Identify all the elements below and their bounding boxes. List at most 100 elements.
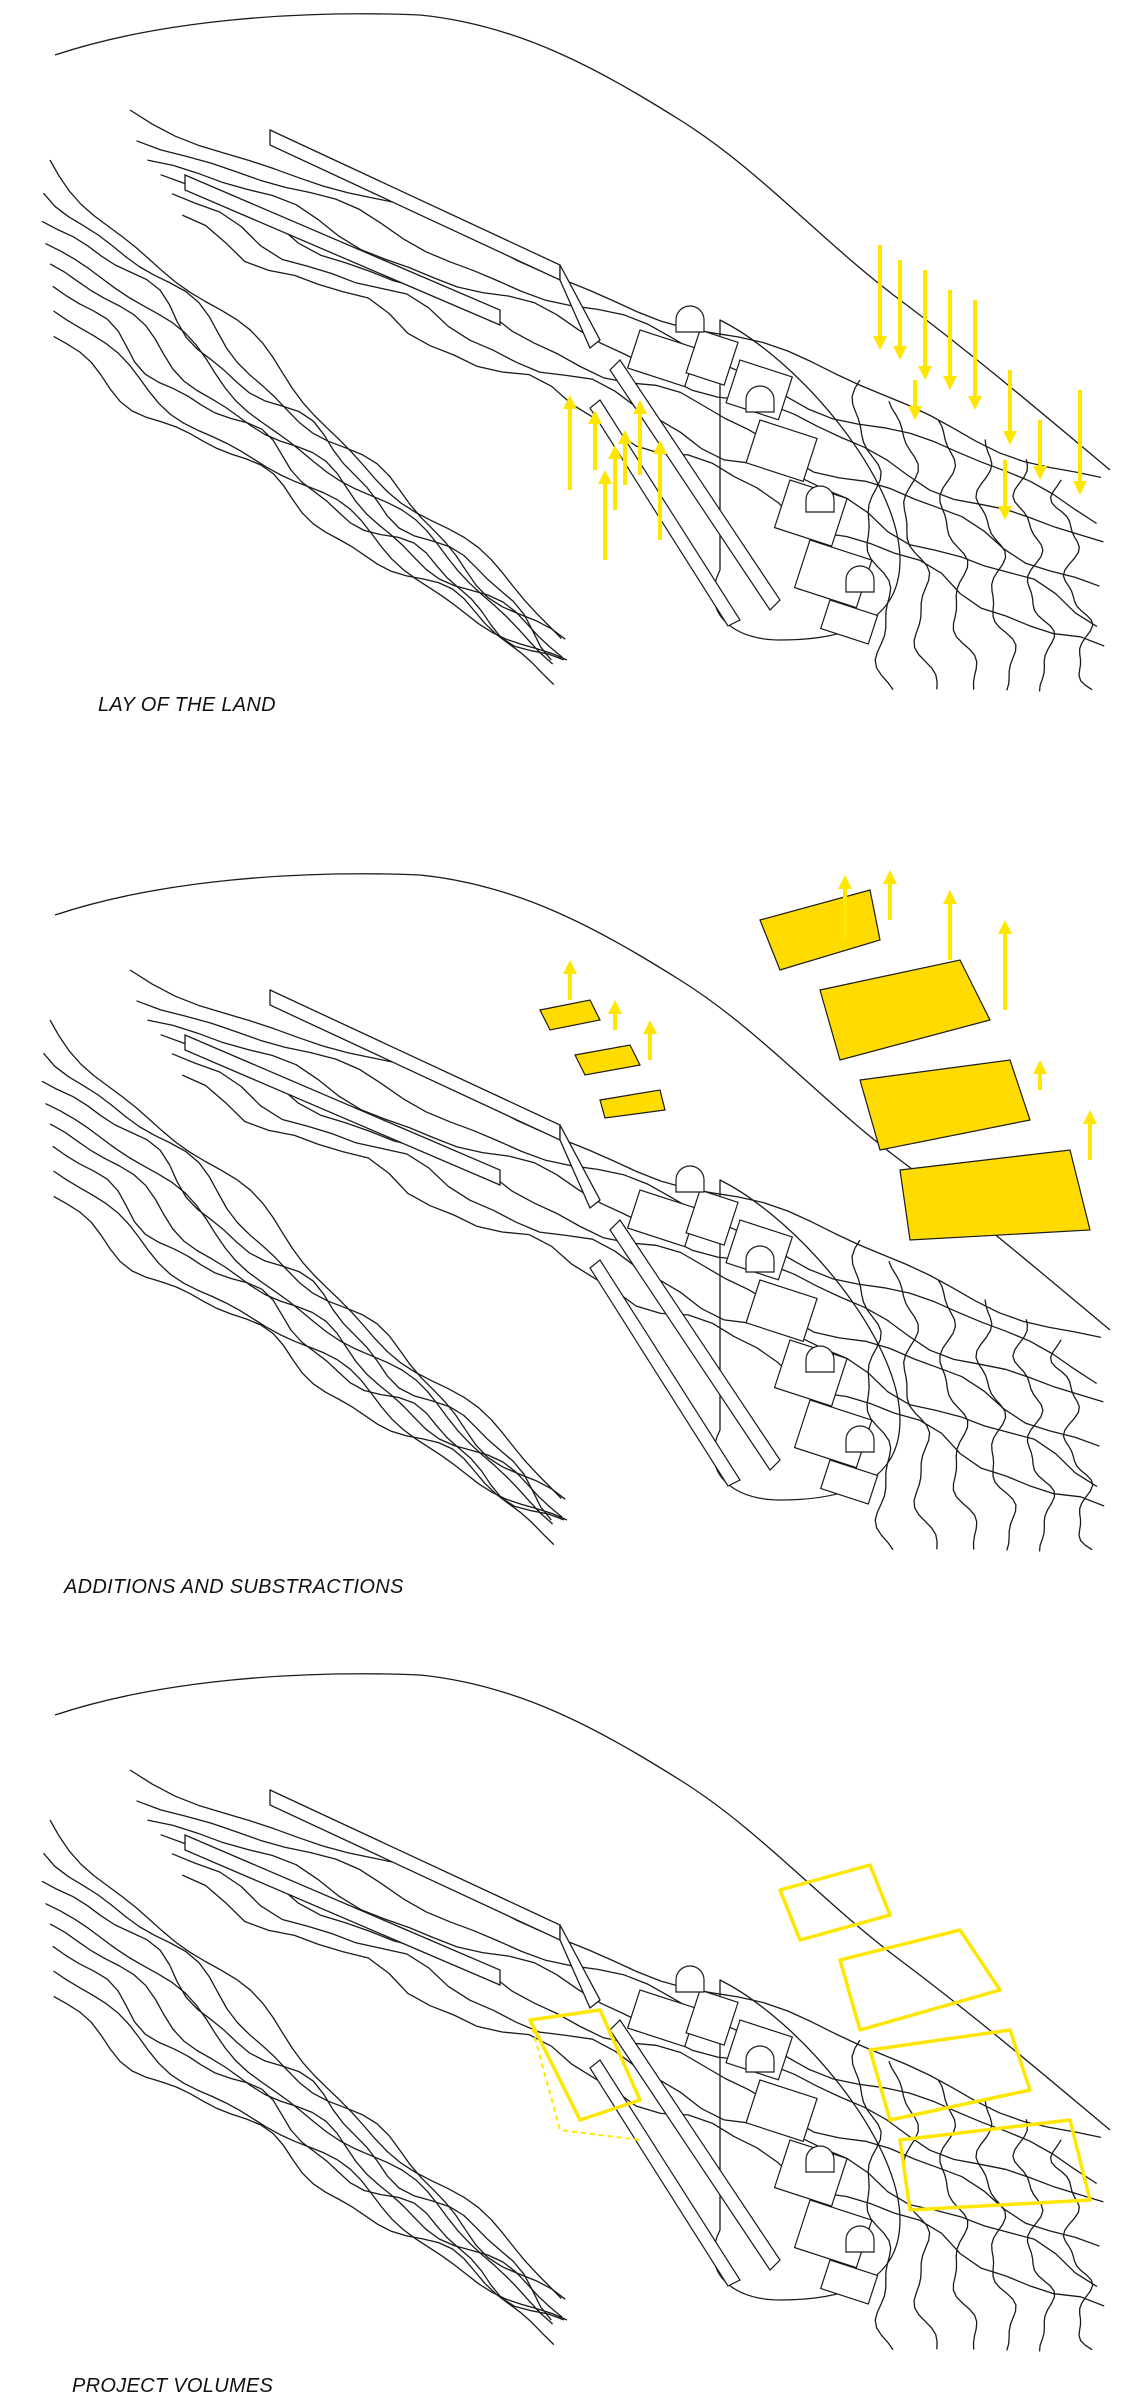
lift-arrow-0-head xyxy=(838,875,852,889)
caption-lay-of-the-land: LAY OF THE LAND xyxy=(98,694,276,716)
down-arrow-6-head xyxy=(1033,466,1047,480)
down-arrow-7-head xyxy=(1073,481,1087,495)
slope-contour xyxy=(1012,1319,1056,1552)
upper-contour xyxy=(129,109,1102,479)
ridge-contour xyxy=(54,13,1111,471)
project-volume-guides xyxy=(529,2019,641,2141)
long-wing xyxy=(609,1219,781,1471)
building-block xyxy=(819,1459,879,1505)
flow-arrows xyxy=(563,245,1087,560)
lower-contour xyxy=(49,1923,563,2318)
down-arrow-4-head xyxy=(968,396,982,410)
chapel-dome xyxy=(805,1345,835,1373)
project-volume-2 xyxy=(868,2028,1032,2122)
lower-wing xyxy=(589,399,741,627)
upper-contour xyxy=(182,214,1105,647)
slope-contour xyxy=(937,2079,978,2350)
project-volumes xyxy=(528,1863,1092,2212)
added-volume-2 xyxy=(859,1059,1031,1151)
upper-contour xyxy=(182,1074,1105,1507)
lower-contour xyxy=(53,1995,555,2346)
terrain-drawing-3 xyxy=(41,1673,1111,2352)
down-arrow-5-head xyxy=(1003,431,1017,445)
subtracted-volume-0 xyxy=(539,999,601,1031)
added-volume-1 xyxy=(819,959,991,1061)
slope-contour xyxy=(888,400,938,690)
monastery-buildings xyxy=(589,1165,879,1505)
lift-arrow-3-head xyxy=(998,920,1012,934)
added-volume-3 xyxy=(899,1149,1091,1241)
building-block xyxy=(626,1189,698,1248)
lower-contour xyxy=(45,1103,554,1525)
project-volume-0 xyxy=(778,1863,892,1942)
lift-arrow-1-head xyxy=(883,870,897,884)
lower-wall xyxy=(184,1834,501,1986)
down-arrow-0-head xyxy=(873,336,887,350)
building-block xyxy=(626,1989,698,2048)
down-arrow-2-head xyxy=(918,366,932,380)
lift-arrow-8-head xyxy=(643,1020,657,1034)
lower-contour xyxy=(41,220,552,661)
upper-contour xyxy=(147,159,1104,543)
terrace-walls xyxy=(184,988,601,1210)
chapel-dome xyxy=(745,2045,775,2073)
caption-project-volumes: PROJECT VOLUMES xyxy=(72,2375,274,2397)
lower-wing xyxy=(589,2059,741,2287)
subtracted-volumes xyxy=(539,999,666,1119)
building-block xyxy=(685,1189,739,1246)
up-arrow-2-head xyxy=(608,445,622,459)
chapel-dome xyxy=(805,2145,835,2173)
lower-contour xyxy=(49,159,562,639)
up-arrow-4-head xyxy=(633,400,647,414)
lift-arrow-4-head xyxy=(1033,1060,1047,1074)
building-block xyxy=(626,329,698,388)
slope-contour xyxy=(851,379,894,691)
slope-contour xyxy=(975,2099,1017,2351)
slope-contour xyxy=(1049,1339,1094,1551)
diagram-panel-project-volumes xyxy=(0,1660,1121,2360)
up-arrow-1-head xyxy=(588,410,602,424)
subtracted-volume-2 xyxy=(599,1089,666,1119)
volume-guide xyxy=(529,2019,641,2141)
upper-contour xyxy=(136,140,1097,525)
down-arrow-9-head xyxy=(998,506,1012,520)
lower-contour xyxy=(52,285,565,661)
subtracted-volume-1 xyxy=(574,1044,641,1076)
chapel-dome xyxy=(805,485,835,513)
diagram-panel-additions-and-subtractions xyxy=(0,860,1121,1560)
terrace-walls xyxy=(184,1788,601,2010)
slope-contour xyxy=(1049,479,1094,691)
building-block xyxy=(819,599,879,645)
lower-wall xyxy=(184,174,501,326)
upper-wall xyxy=(269,1788,561,1942)
lower-contour xyxy=(49,1819,562,2299)
lower-contour xyxy=(53,335,555,686)
up-arrow-6-head xyxy=(598,470,612,484)
building-block xyxy=(745,1279,818,1343)
up-arrow-0-head xyxy=(563,395,577,409)
project-volume-3 xyxy=(898,2118,1092,2212)
diagram-panel-lay-of-the-land xyxy=(0,0,1121,700)
wall-corner xyxy=(559,264,601,350)
building-block xyxy=(819,2259,879,2305)
monastery-buildings xyxy=(589,305,879,645)
lower-contour xyxy=(53,1970,568,2321)
project-volume-1 xyxy=(838,1928,1002,2032)
upper-contour xyxy=(136,1000,1097,1385)
down-arrow-8-head xyxy=(908,406,922,420)
slope-contour xyxy=(851,1239,894,1551)
upper-contour xyxy=(171,193,1098,628)
ridge-contour xyxy=(54,1673,1111,2131)
chapel-dome xyxy=(675,1965,705,1993)
lower-contour xyxy=(43,192,566,640)
chapel-dome xyxy=(675,1165,705,1193)
caption-additions-and-subtractions: ADDITIONS AND SUBSTRACTIONS xyxy=(64,1576,404,1598)
lift-arrow-5-head xyxy=(1083,1110,1097,1124)
lower-contour xyxy=(43,1052,566,1500)
long-wing xyxy=(609,359,781,611)
added-volumes xyxy=(759,889,1091,1241)
wall-corner xyxy=(559,1124,601,1210)
chapel-dome xyxy=(745,1245,775,1273)
upper-wall xyxy=(269,128,561,282)
up-arrow-3-head xyxy=(618,430,632,444)
